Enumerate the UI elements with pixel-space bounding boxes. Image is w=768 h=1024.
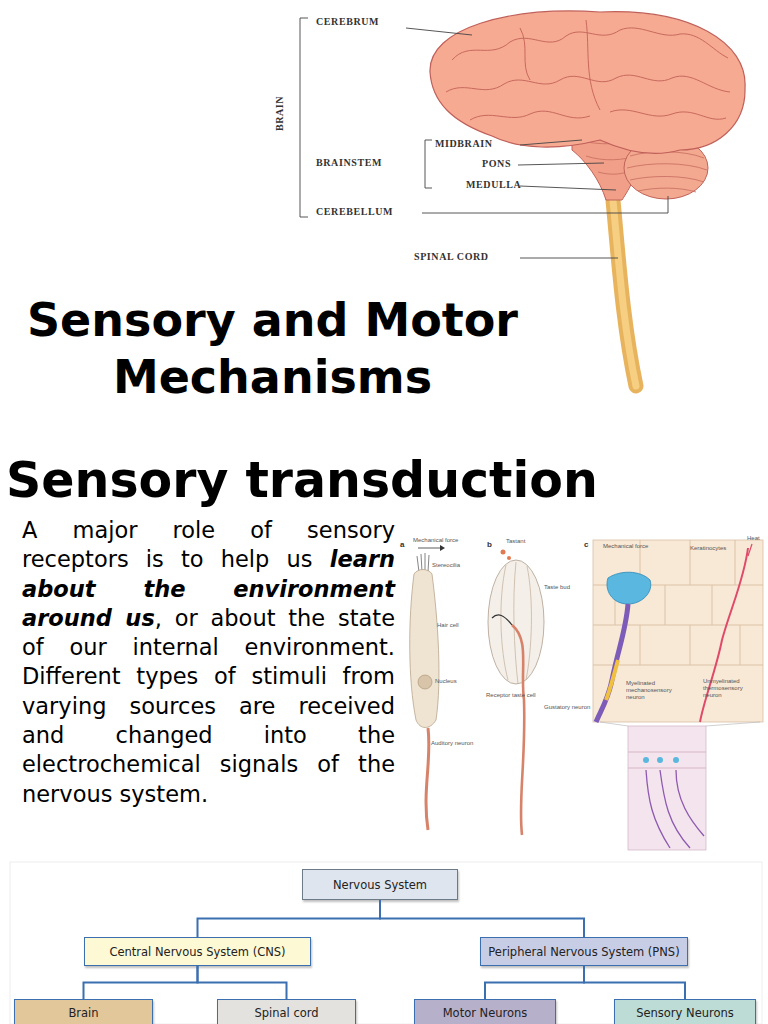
chart-box: Spinal cord: [217, 999, 356, 1024]
tastant: [507, 556, 511, 560]
part-label: MEDULLA: [466, 179, 521, 190]
figure-label: Stereocilia: [432, 562, 460, 569]
figure-label: Myelinated mechanosensory neuron: [626, 680, 684, 701]
figure-label: Heat: [747, 535, 760, 542]
zoom-lines: [600, 722, 760, 726]
myelinated-neuron: [596, 604, 628, 722]
figure-label: Taste bud: [544, 584, 570, 591]
box-label: Peripheral Nervous System (PNS): [488, 945, 679, 959]
receptor-dot: [673, 757, 679, 763]
receptor-dot: [657, 757, 663, 763]
paragraph-text: , or about the state of our internal env…: [22, 605, 395, 807]
box-label: Sensory Neurons: [636, 1006, 734, 1020]
leader-line: [422, 196, 668, 213]
tree-connector: [584, 966, 685, 999]
box-label: Central Nervous System (CNS): [109, 945, 285, 959]
gustatory-neuron: [512, 625, 524, 835]
nucleus: [418, 675, 432, 689]
chart-box: Motor Neurons: [414, 999, 556, 1024]
mechanoreceptor: [607, 572, 651, 604]
spinal-cord-shape: [612, 190, 636, 386]
connector-line: [198, 966, 287, 999]
tree-connector: [198, 966, 287, 999]
figure-label: Hair cell: [437, 622, 459, 629]
figure-label: Unmyelinated thermosensory neuron: [703, 678, 761, 699]
tree-connector: [485, 966, 584, 999]
box-label: Brain: [68, 1006, 98, 1020]
hair-cell-body: [410, 570, 439, 728]
connector-line: [380, 900, 584, 937]
part-label: CEREBELLUM: [316, 206, 393, 217]
chart-box: Central Nervous System (CNS): [84, 937, 311, 966]
spinal-cord-highlight: [612, 190, 636, 386]
taste-bud: [488, 560, 544, 684]
connector-line: [198, 900, 381, 937]
figure-label: c: [584, 540, 588, 549]
arrow-line: [418, 548, 440, 549]
cerebrum-shape: [430, 11, 745, 153]
part-label: PONS: [482, 158, 511, 169]
connector-line: [584, 966, 685, 999]
figure-label: Mechanical force: [603, 543, 648, 550]
figure-label: Nucleus: [435, 678, 457, 685]
tree-connector: [198, 900, 381, 937]
arrow-head: [440, 545, 445, 551]
leader-line: [520, 186, 616, 190]
skin-illustration: [593, 540, 763, 850]
part-label: MIDBRAIN: [435, 138, 493, 149]
figure-label: Tastant: [506, 538, 525, 545]
receptor-dot: [643, 757, 649, 763]
part-label: BRAINSTEM: [316, 157, 382, 168]
leader-line: [520, 258, 618, 259]
hair-cell-illustration: [410, 545, 445, 830]
brainstem-bracket: [425, 140, 432, 188]
tree-connector: [84, 966, 198, 999]
box-label: Motor Neurons: [443, 1006, 528, 1020]
taste-cells: [501, 562, 532, 684]
section-heading: Sensory transduction: [6, 452, 598, 509]
figure-label: Gustatory neuron: [544, 704, 590, 711]
figure-label: Keratinocytes: [690, 545, 726, 552]
inset-skin-layers: [628, 752, 706, 768]
part-label: CEREBRUM: [316, 16, 379, 27]
skin-panel: [593, 540, 763, 722]
cerebellum-folds: [627, 152, 707, 192]
gustatory-neuron-branch: [492, 615, 512, 625]
figure-label: Auditory neuron: [431, 740, 473, 747]
leader-line: [520, 140, 582, 145]
heat-arrow: [748, 544, 752, 556]
inset-nerves: [646, 770, 704, 848]
page-title: Sensory and Motor Mechanisms: [0, 292, 545, 406]
connector-line: [485, 966, 584, 999]
part-label: SPINAL CORD: [414, 251, 489, 262]
magnified-inset: [628, 726, 706, 850]
chart-box: Peripheral Nervous System (PNS): [480, 937, 688, 966]
part-label: BRAIN: [274, 96, 285, 131]
box-label: Nervous System: [333, 878, 427, 892]
cerebrum-gyri: [446, 20, 730, 120]
chart-box: Brain: [14, 999, 153, 1024]
figure-label: b: [487, 540, 492, 549]
myelin-sheath: [606, 660, 618, 700]
connector-line: [84, 966, 198, 999]
tree-connector: [380, 900, 584, 937]
chart-box: Sensory Neurons: [614, 999, 756, 1024]
leader-line: [406, 28, 472, 35]
tastant: [501, 550, 506, 555]
auditory-neuron: [426, 728, 429, 830]
chart-box: Nervous System: [302, 869, 458, 900]
leader-lines: [300, 18, 668, 258]
figure-label: a: [400, 540, 404, 549]
body-paragraph: A major role of sensory receptors is to …: [22, 516, 395, 809]
figure-label: Mechanical force: [413, 537, 458, 544]
figure-label: Receptor taste cell: [486, 692, 536, 699]
box-label: Spinal cord: [254, 1006, 318, 1020]
brain-bracket: [300, 18, 308, 217]
leader-line: [518, 163, 604, 165]
